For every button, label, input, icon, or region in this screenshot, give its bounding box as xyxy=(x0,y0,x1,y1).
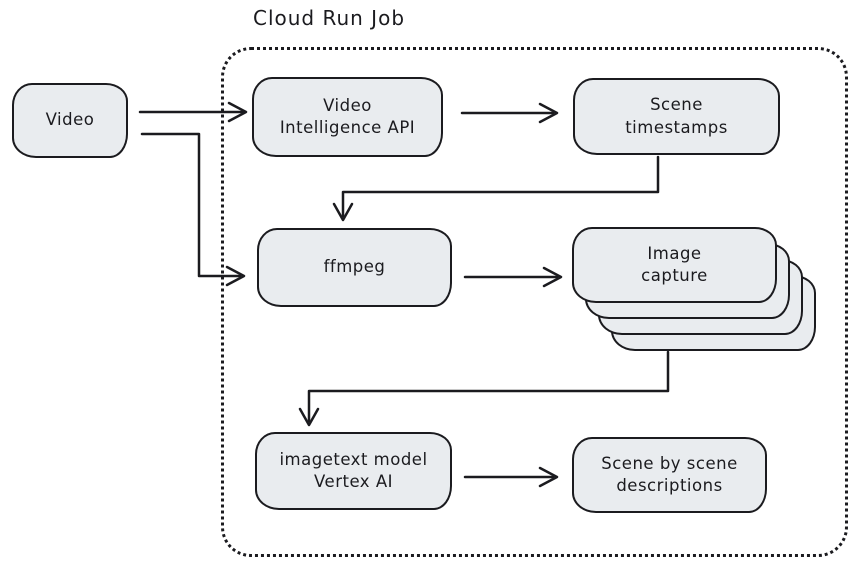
node-scene-by-scene-descriptions: Scene by scene descriptions xyxy=(572,437,767,513)
node-imagetext-vertex-ai-label: imagetext model Vertex AI xyxy=(279,449,428,491)
node-scene-timestamps: Scene timestamps xyxy=(573,78,780,155)
node-ffmpeg-label: ffmpeg xyxy=(323,257,386,277)
node-ffmpeg: ffmpeg xyxy=(257,228,452,307)
node-video: Video xyxy=(12,83,128,158)
node-scene-timestamps-label: Scene timestamps xyxy=(625,95,728,137)
cloud-run-job-container xyxy=(221,47,848,557)
node-scene-by-scene-descriptions-label: Scene by scene descriptions xyxy=(601,453,738,495)
node-video-intelligence-api-label: Video Intelligence API xyxy=(279,95,416,137)
node-image-capture: Image capture xyxy=(572,227,777,303)
node-video-intelligence-api: Video Intelligence API xyxy=(252,77,443,157)
node-video-label: Video xyxy=(45,110,95,130)
node-image-capture-label: Image capture xyxy=(641,243,708,285)
cloud-run-job-title: Cloud Run Job xyxy=(252,6,406,30)
node-imagetext-vertex-ai: imagetext model Vertex AI xyxy=(255,432,452,510)
